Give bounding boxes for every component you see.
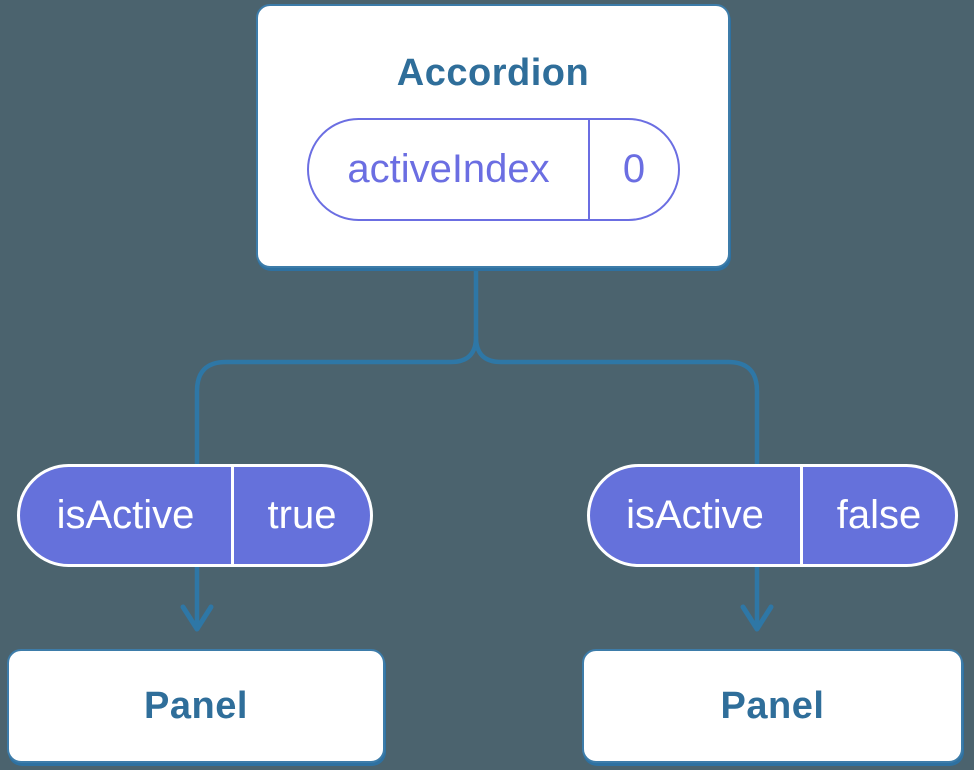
panel-node-right: Panel xyxy=(582,649,963,763)
panel-node-right-title: Panel xyxy=(720,684,825,727)
arrow-down-icon xyxy=(180,604,214,632)
accordion-node: Accordion activeIndex 0 xyxy=(256,4,730,268)
prop-pill-right-value: false xyxy=(836,493,922,537)
prop-pill-right: isActive false xyxy=(587,464,958,567)
prop-pill-left: isActive true xyxy=(17,464,373,567)
state-pill-label: activeIndex xyxy=(309,120,590,219)
state-pill-value: 0 xyxy=(622,147,646,191)
connector-left-branch xyxy=(194,263,479,629)
prop-pill-right-label: isActive xyxy=(590,467,803,564)
arrow-down-icon xyxy=(740,604,774,632)
connector-right-branch xyxy=(473,334,760,629)
panel-node-left: Panel xyxy=(7,649,385,763)
prop-pill-left-label: isActive xyxy=(20,467,234,564)
state-pill: activeIndex 0 xyxy=(307,118,680,221)
accordion-node-title: Accordion xyxy=(396,52,590,94)
panel-node-left-title: Panel xyxy=(144,684,248,727)
prop-pill-left-value: true xyxy=(267,493,337,537)
